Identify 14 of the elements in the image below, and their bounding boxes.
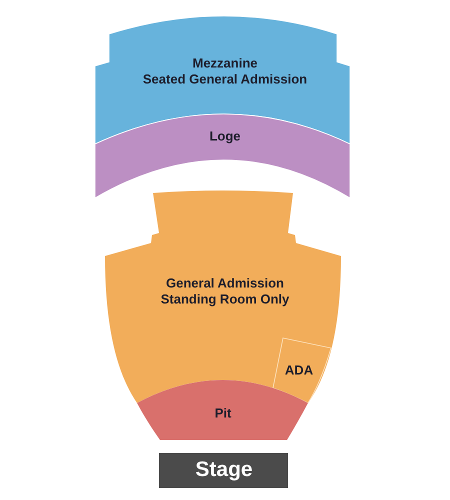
stage-label: Stage [195,458,253,482]
seating-section [95,114,350,198]
section-name: ADA [284,362,314,378]
section-name: Pit [214,406,232,420]
section-note: Seated General Admission [142,72,308,86]
section-note: Standing Room Only [160,292,290,306]
section-name: General Admission [166,276,284,290]
stage [159,453,288,488]
section-name: Loge [209,128,241,144]
seating-section [273,338,331,403]
seating-section [137,380,308,440]
section-name: Mezzanine [192,56,258,70]
seating-section [105,190,341,403]
seating-section [95,14,350,145]
